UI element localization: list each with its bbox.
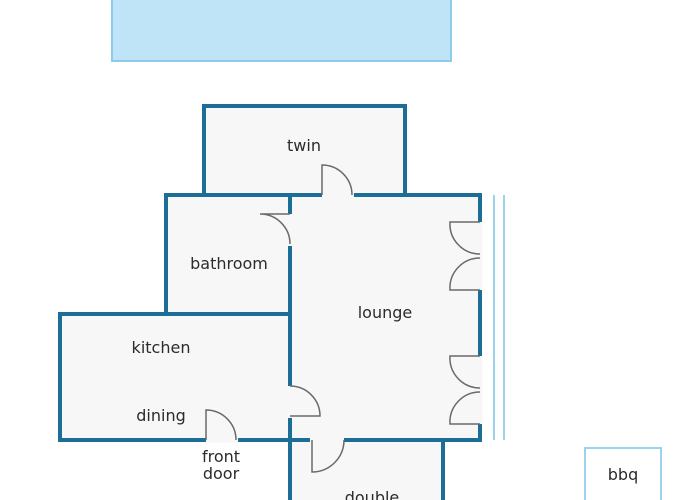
balcony-door-lower-b — [449, 391, 481, 425]
twin-floor — [204, 106, 405, 195]
twin-door-swing — [321, 164, 353, 196]
balcony-door-lower-a — [449, 355, 481, 389]
bottom-room-door-swing — [311, 439, 345, 473]
twin-walls — [202, 104, 407, 197]
balcony-door-upper-b — [449, 257, 481, 291]
front-door-label-line1: front — [202, 447, 240, 466]
balcony-door-upper-a — [449, 221, 481, 255]
front-door-label-line2: door — [203, 464, 240, 483]
bottom-room-floor — [290, 440, 443, 500]
kitchen-door-swing — [289, 385, 321, 417]
lounge-floor — [290, 195, 480, 440]
lounge-label: lounge — [358, 303, 413, 322]
bottom-room-label: double — [345, 488, 400, 500]
pool — [111, 0, 452, 62]
front-door-swing — [205, 409, 237, 441]
kitchen-label: kitchen — [132, 338, 191, 357]
bbq-label: bbq — [608, 465, 638, 484]
twin-label: twin — [287, 136, 321, 155]
room-floors — [60, 106, 480, 500]
kitchen-dining-floor — [60, 314, 290, 440]
doors — [205, 164, 483, 473]
bathroom-door-swing — [259, 213, 291, 245]
bbq-area — [584, 447, 662, 500]
bathroom-label: bathroom — [190, 254, 268, 273]
dining-label: dining — [136, 406, 185, 425]
